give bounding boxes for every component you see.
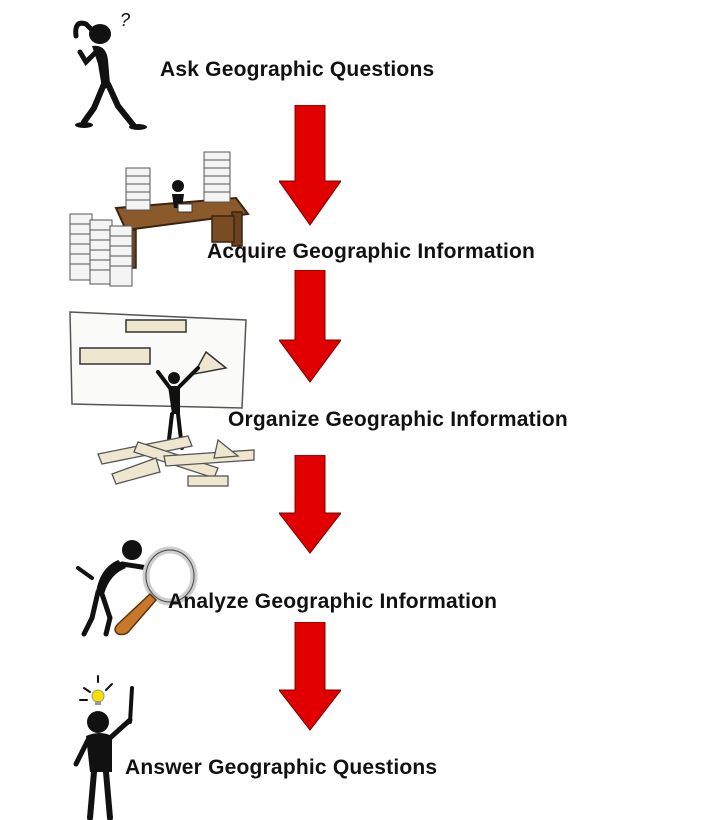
step-label-organize: Organize Geographic Information [228,408,568,431]
flow-arrow-4 [279,622,341,731]
person-with-lightbulb-icon [73,675,134,820]
thinking-person-icon: ? [73,10,147,130]
step-label-ask: Ask Geographic Questions [160,58,435,81]
flow-arrow-1 [279,105,341,226]
flow-arrow-3 [279,455,341,554]
step-label-acquire: Acquire Geographic Information [207,240,536,263]
person-with-magnifying-glass-icon [76,540,198,637]
step-label-analyze: Analyze Geographic Information [168,590,498,613]
person-arranging-shapes-icon [69,311,255,487]
desk-with-paper-stacks-icon [69,151,250,287]
flow-arrow-2 [279,270,341,383]
step-label-answer: Answer Geographic Questions [125,756,438,779]
svg-text:?: ? [120,10,130,30]
